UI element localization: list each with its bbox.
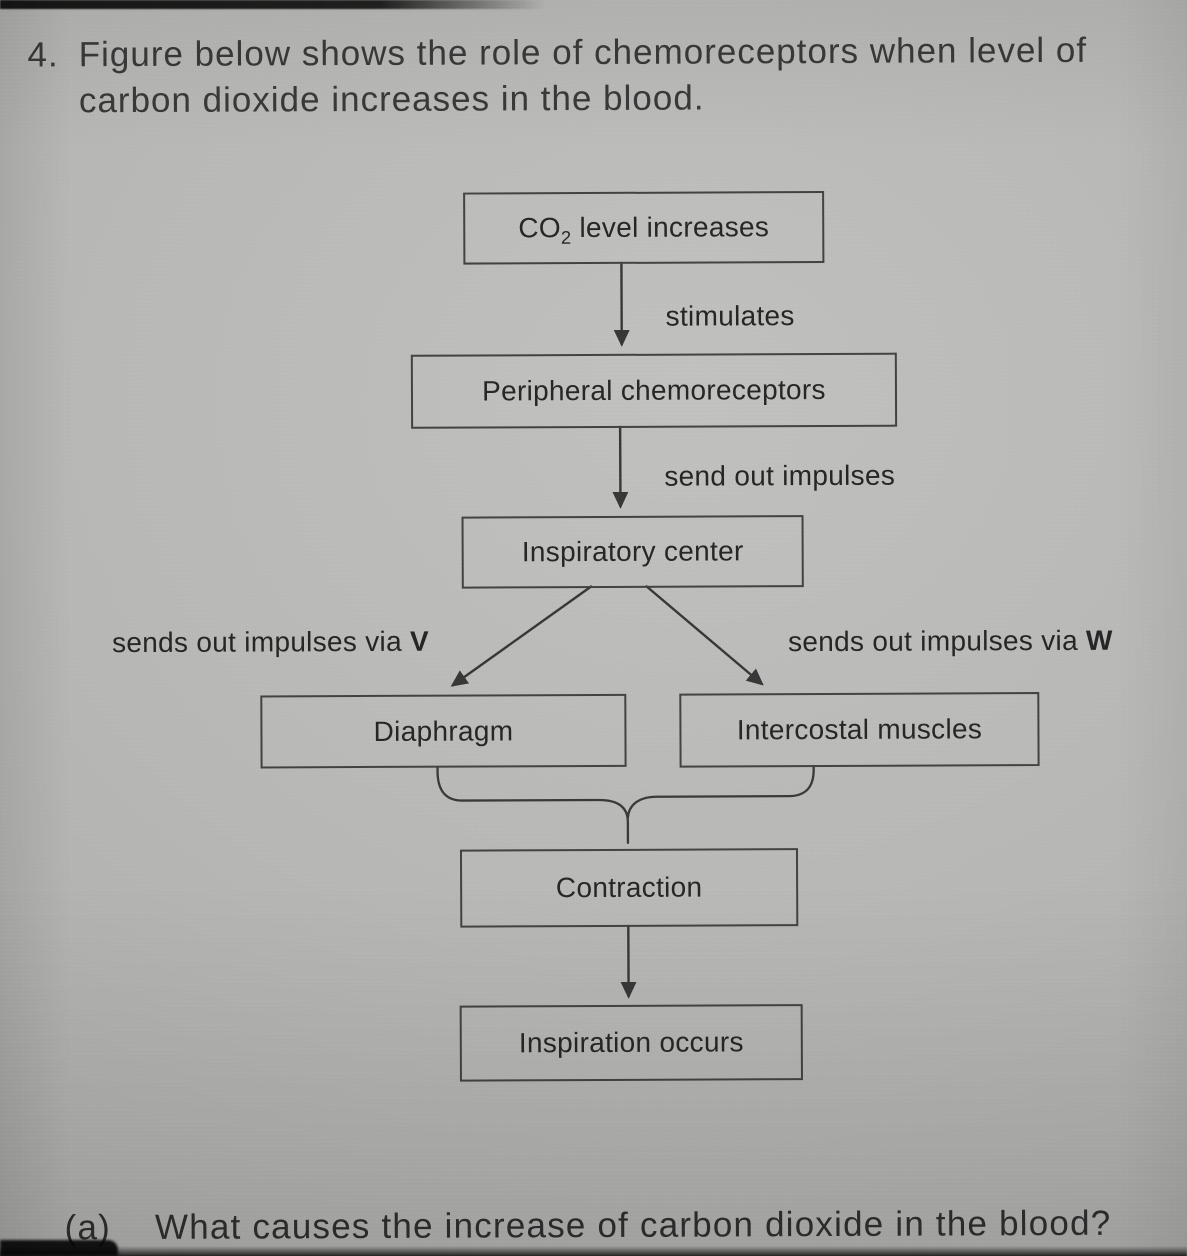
flow-node-peripheral-chemoreceptors: Peripheral chemoreceptors <box>410 352 898 429</box>
flow-node-diaphragm: Diaphragm <box>260 693 627 769</box>
edge-label-send-out-impulses: send out impulses <box>664 460 895 493</box>
co2-suffix: level increases <box>571 211 770 244</box>
photo-bottom-left-shadow <box>0 1240 118 1256</box>
photo-bottom-edge-shadow <box>0 1246 1187 1256</box>
sub-question-text: What causes the increase of carbon dioxi… <box>154 1203 1112 1247</box>
edge-label-impulses-via-w: sends out impulses via W <box>788 625 1113 658</box>
flow-node-inspiration-occurs: Inspiration occurs <box>459 1004 803 1082</box>
brace-right-arm <box>626 764 815 820</box>
question-text-line2: carbon dioxide increases in the blood. <box>78 78 705 121</box>
contraction-label: Contraction <box>555 871 703 904</box>
question-text: Figure below shows the role of chemorece… <box>79 28 1088 124</box>
edge-label-stimulates: stimulates <box>666 300 795 333</box>
edge-label-impulses-via-v: sends out impulses via V <box>112 626 429 659</box>
co2-subscript: 2 <box>560 227 572 248</box>
flow-node-contraction: Contraction <box>459 848 799 928</box>
intercostal-label: Intercostal muscles <box>736 713 983 746</box>
question-number: 4. <box>27 35 59 75</box>
sub-question-a: (a) What causes the increase of carbon d… <box>65 1204 1112 1249</box>
peripheral-label: Peripheral chemoreceptors <box>482 373 826 407</box>
brace-left-arm <box>436 766 630 845</box>
via-w-text: sends out impulses via <box>787 624 1087 658</box>
via-v-text: sends out impulses via <box>111 625 411 659</box>
flow-node-co2-label: CO2 level increases <box>518 211 770 248</box>
arrow-inspiratory-to-intercostal <box>645 584 764 686</box>
via-w-letter: W <box>1085 624 1113 656</box>
stimulates-text: stimulates <box>665 300 795 332</box>
co2-prefix: CO <box>518 212 562 244</box>
send-out-impulses-text: send out impulses <box>664 459 896 492</box>
question-heading: 4. Figure below shows the role of chemor… <box>27 28 1087 125</box>
arrow-inspiratory-to-diaphragm <box>450 585 593 687</box>
flow-node-co2-level-increases: CO2 level increases <box>463 190 825 265</box>
inspiration-label: Inspiration occurs <box>518 1026 744 1059</box>
photo-top-edge-shadow <box>0 0 545 9</box>
diaphragm-label: Diaphragm <box>373 714 514 747</box>
via-v-letter: V <box>409 625 430 657</box>
question-text-line1: Figure below shows the role of chemorece… <box>78 30 1088 75</box>
flow-node-intercostal-muscles: Intercostal muscles <box>679 692 1040 768</box>
flow-node-inspiratory-center: Inspiratory center <box>461 515 804 589</box>
inspiratory-label: Inspiratory center <box>521 535 744 568</box>
